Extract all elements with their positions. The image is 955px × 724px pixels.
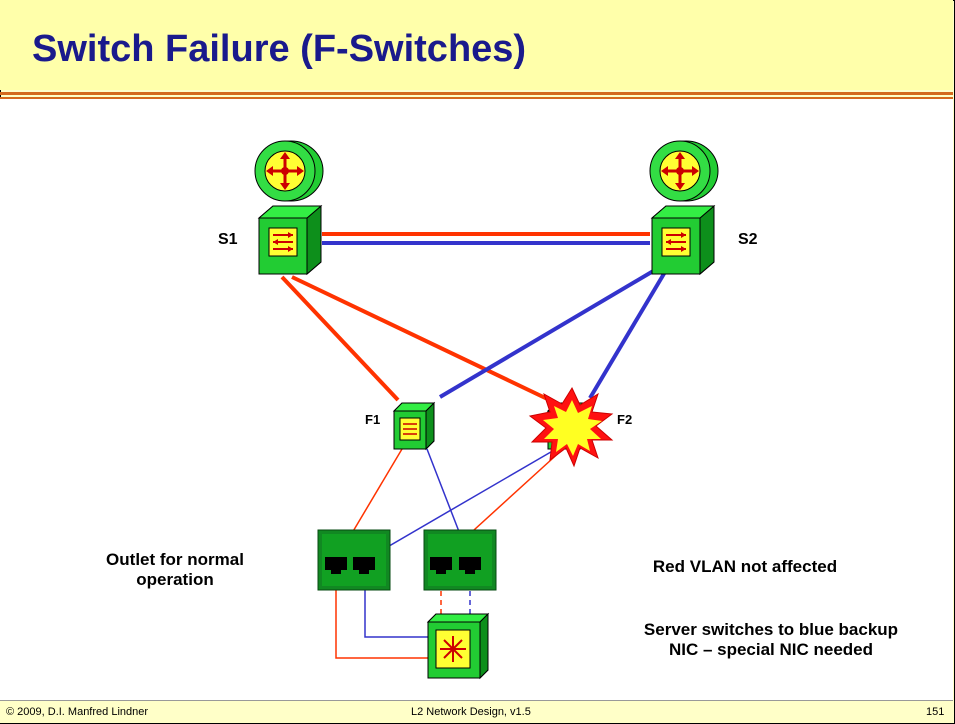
title-rule xyxy=(0,92,953,95)
label-f2: F2 xyxy=(617,412,633,427)
content-area xyxy=(0,99,953,700)
link-s1-f1-red xyxy=(280,275,400,402)
switch-s2-icon xyxy=(651,205,715,275)
footer-course-title: L2 Network Design, v1.5 xyxy=(411,706,531,718)
label-s2: S2 xyxy=(738,231,758,248)
page-number: 151 xyxy=(926,706,945,718)
link-s2-f2-blue xyxy=(588,270,667,400)
server-icon xyxy=(426,612,490,680)
note-server-backup-line1: Server switches to blue backup xyxy=(643,620,899,639)
outlet-label-line1: Outlet for normal xyxy=(106,550,244,569)
title-bar xyxy=(0,0,953,90)
switch-f1-icon xyxy=(393,402,435,450)
outlet-box-1 xyxy=(317,529,391,591)
link-s2-f1-blue xyxy=(438,268,657,399)
label-s1: S1 xyxy=(218,231,238,248)
note-red-vlan: Red VLAN not affected xyxy=(652,557,838,576)
outlet-box-2 xyxy=(423,529,497,591)
slide-title: Switch Failure (F-Switches) xyxy=(32,28,527,70)
outlet-label-line2: operation xyxy=(136,570,214,589)
switch-s1-icon xyxy=(258,205,322,275)
failure-explosion-icon xyxy=(528,386,614,468)
link-s1-f2-red xyxy=(291,275,561,407)
router-s1-icon xyxy=(253,139,325,203)
outlet-label: Outlet for normal operation xyxy=(70,550,280,590)
router-s2-icon xyxy=(648,139,720,203)
server-link-blue xyxy=(364,573,430,638)
title-rule-thin xyxy=(0,97,953,99)
note-server-backup-line2: NIC – special NIC needed xyxy=(668,640,874,659)
link-f2-outlet1-blue xyxy=(364,448,557,561)
server-link-red xyxy=(335,573,430,659)
note-server-backup: Server switches to blue backup NIC – spe… xyxy=(590,620,952,660)
footer-bar xyxy=(0,700,953,723)
footer-copyright: © 2009, D.I. Manfred Lindner xyxy=(6,706,149,718)
label-f1: F1 xyxy=(365,412,381,427)
